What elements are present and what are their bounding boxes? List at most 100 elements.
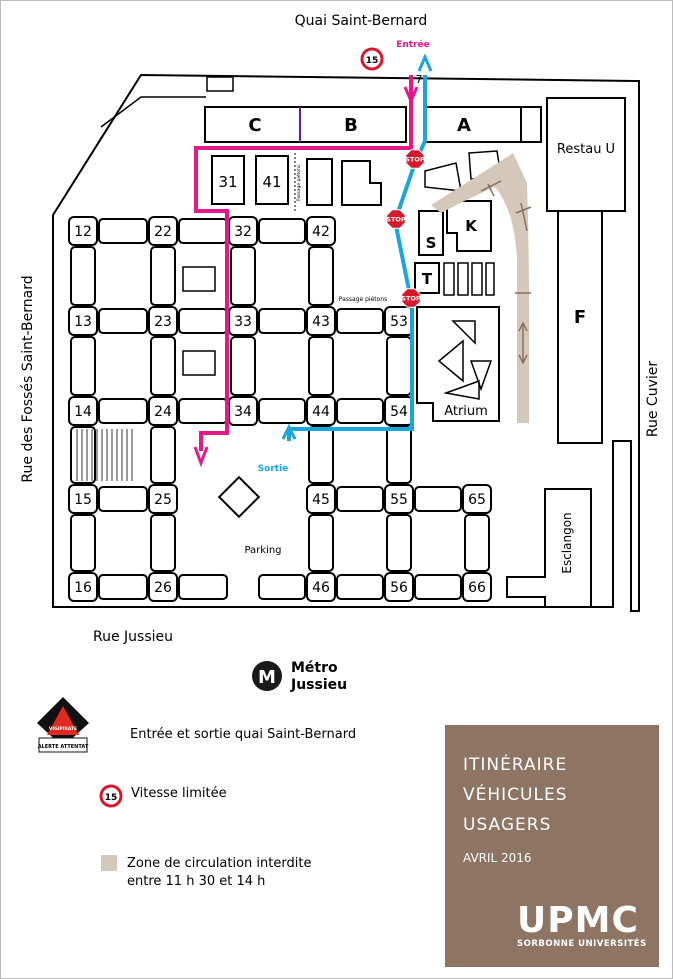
label-s: S — [426, 234, 437, 252]
tower-25 — [148, 484, 178, 514]
label-k: K — [465, 217, 478, 235]
grid-cell — [336, 486, 384, 512]
tower-15 — [68, 484, 98, 514]
grid-cell — [258, 398, 306, 424]
tower-26 — [148, 572, 178, 602]
grid-cell — [150, 426, 176, 484]
label-passage-vertical: Passage piétons — [295, 164, 302, 201]
grid-cell — [414, 574, 462, 600]
stop-sign — [401, 288, 421, 308]
card-subtitle: SORBONNE UNIVERSITÉS — [517, 939, 647, 949]
grid-cell — [464, 514, 490, 572]
street-cuvier: Rue Cuvier — [645, 361, 661, 437]
grid-cell — [308, 426, 334, 484]
grid-cell — [258, 218, 306, 244]
legend-speed: Vitesse limitée — [131, 786, 227, 801]
legend-speed-icon — [99, 784, 123, 808]
tower-label-32: 32 — [234, 224, 252, 240]
grid-cell — [150, 514, 176, 572]
tower-13 — [68, 306, 98, 336]
tower-43 — [306, 306, 336, 336]
legend-zone-2: entre 11 h 30 et 14 h — [127, 874, 265, 889]
grid-cell — [336, 574, 384, 600]
entry-arrowhead — [193, 446, 209, 468]
grid-cell — [178, 218, 228, 244]
label-restau: Restau U — [557, 142, 615, 157]
street-fosses: Rue des Fossés Saint-Bernard — [20, 275, 36, 482]
grid-cell — [70, 336, 96, 396]
vigipirate-top: VIGIPIRATE — [49, 726, 77, 732]
tower-label-44: 44 — [312, 404, 330, 420]
tower-label-53: 53 — [390, 314, 408, 330]
tower-label-56: 56 — [390, 580, 408, 596]
tower-label-46: 46 — [312, 580, 330, 596]
label-31: 31 — [218, 173, 237, 191]
tower-46 — [306, 572, 336, 602]
speed-limit-sign — [360, 47, 384, 71]
tower-label-65: 65 — [468, 492, 486, 508]
grid-cell — [386, 426, 412, 484]
tower-label-42: 42 — [312, 224, 330, 240]
label-41: 41 — [262, 173, 281, 191]
building-f — [557, 210, 603, 444]
tower-label-25: 25 — [154, 492, 172, 508]
tower-label-54: 54 — [390, 404, 408, 420]
label-parking: Parking — [244, 545, 281, 556]
card-line2: VÉHICULES — [463, 785, 568, 805]
grid-cell — [308, 246, 334, 306]
info-card: ITINÉRAIRE VÉHICULES USAGERS AVRIL 2016 … — [445, 725, 659, 967]
grid-cell — [98, 486, 148, 512]
stairs — [76, 429, 133, 481]
grid-cell — [336, 308, 384, 334]
vigipirate-bottom: ALERTE ATTENTAT — [38, 744, 89, 750]
stop-sign — [386, 209, 406, 229]
label-c: C — [248, 115, 261, 136]
entry-arrowhead-top — [403, 86, 419, 105]
grid-cell — [70, 246, 96, 306]
tower-label-12: 12 — [74, 224, 92, 240]
grid-cell — [98, 398, 148, 424]
grid-cell — [178, 574, 228, 600]
tower-22 — [148, 216, 178, 246]
tower-label-26: 26 — [154, 580, 172, 596]
label-f: F — [574, 307, 586, 328]
metro-line1: Métro — [291, 660, 338, 676]
exit-arrowhead-top — [417, 53, 433, 72]
tower-65 — [462, 484, 492, 514]
tower-12 — [68, 216, 98, 246]
label-seven: 7 — [416, 73, 423, 86]
card-line3: USAGERS — [463, 815, 552, 835]
tower-55 — [384, 484, 414, 514]
street-jussieu: Rue Jussieu — [93, 629, 173, 645]
grid-cell — [258, 574, 306, 600]
grid-cell — [386, 514, 412, 572]
tower-56 — [384, 572, 414, 602]
zone-arrows — [480, 180, 532, 365]
exit-route — [287, 75, 427, 441]
grid-cell — [178, 398, 228, 424]
grid-cell — [414, 486, 462, 512]
tower-14 — [68, 396, 98, 426]
tower-24 — [148, 396, 178, 426]
restricted-zone — [431, 153, 529, 423]
tower-label-43: 43 — [312, 314, 330, 330]
label-t: T — [422, 270, 433, 288]
vigipirate-icon — [37, 697, 89, 753]
label-esclangon: Esclangon — [560, 512, 574, 573]
grid-cell — [70, 426, 96, 484]
tower-23 — [148, 306, 178, 336]
metro-line2: Jussieu — [290, 677, 347, 693]
grid-cell — [98, 308, 148, 334]
block-31 — [211, 155, 245, 205]
grid-cell — [150, 336, 176, 396]
legend-zone-swatch — [101, 855, 117, 871]
grid-cell — [308, 514, 334, 572]
tower-label-15: 15 — [74, 492, 92, 508]
building-t — [414, 262, 440, 294]
small-block — [306, 158, 333, 206]
building-k — [446, 200, 492, 252]
small-building — [206, 76, 234, 92]
inner-block-2 — [182, 350, 216, 376]
l-block — [341, 160, 382, 206]
